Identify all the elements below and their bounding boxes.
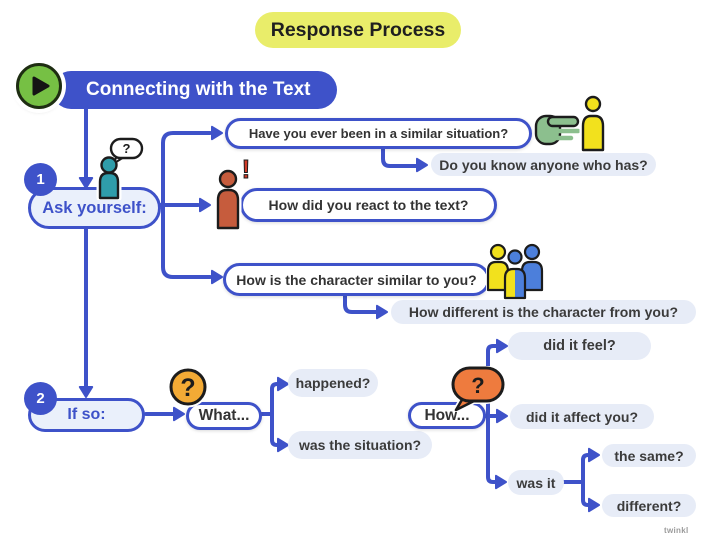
question-character-similar: How is the character similar to you? (223, 263, 490, 296)
question-bubble-icon: ? (450, 366, 506, 412)
play-icon (16, 63, 62, 109)
watermark: twinkl (664, 526, 689, 535)
answer-character-different: How different is the character from you? (391, 300, 696, 324)
what-pill: What... (186, 402, 262, 430)
group-icon (486, 242, 545, 300)
svg-text:!: ! (242, 154, 251, 184)
answer-different: different? (602, 494, 696, 517)
page-title: Response Process (255, 12, 461, 48)
question-mark: ? (180, 374, 195, 402)
arrowhead (277, 376, 289, 392)
standing-person-icon (579, 94, 607, 152)
how-pill: How... (408, 402, 486, 429)
exclamation-mark: ! (242, 154, 251, 184)
ask-yourself-pill: Ask yourself: (28, 187, 161, 229)
thinking-person-icon: ? (96, 136, 146, 200)
thought-question-mark: ? (123, 141, 131, 156)
arrowhead (588, 497, 600, 513)
answer-the-same: the same? (602, 444, 696, 467)
arrowhead (588, 447, 600, 463)
step-1-badge: 1 (24, 163, 57, 196)
answer-know-anyone: Do you know anyone who has? (431, 153, 656, 176)
answer-was-it: was it (508, 470, 564, 495)
pointing-hand-icon (534, 112, 582, 148)
connector (270, 382, 280, 447)
answer-was-situation: was the situation? (288, 431, 432, 459)
question-mark: ? (471, 373, 484, 398)
arrowhead (173, 406, 185, 422)
arrowhead (376, 304, 388, 320)
answer-happened: happened? (288, 369, 378, 397)
connector (381, 147, 418, 168)
connector (581, 453, 591, 507)
step-2-badge: 2 (24, 382, 57, 415)
question-similar-situation: Have you ever been in a similar situatio… (225, 118, 532, 149)
answer-did-it-affect: did it affect you? (510, 404, 654, 429)
connector (343, 294, 378, 314)
question-how-react: How did you react to the text? (240, 188, 497, 222)
arrowhead (78, 177, 94, 189)
alert-person-icon: ! ! (214, 152, 253, 230)
arrowhead (495, 474, 507, 490)
arrowhead (78, 386, 94, 398)
question-circle-icon: ? (167, 366, 209, 408)
arrowhead (496, 408, 508, 424)
arrowhead (211, 269, 223, 285)
answer-did-it-feel: did it feel? (508, 332, 651, 360)
arrowhead (277, 437, 289, 453)
play-triangle-icon (32, 76, 49, 96)
header-label: Connecting with the Text (86, 79, 311, 100)
connector (486, 344, 499, 484)
arrowhead (496, 338, 508, 354)
header-pill: Connecting with the Text (52, 71, 337, 109)
arrowhead (416, 157, 428, 173)
arrowhead (199, 197, 211, 213)
arrowhead (211, 125, 223, 141)
